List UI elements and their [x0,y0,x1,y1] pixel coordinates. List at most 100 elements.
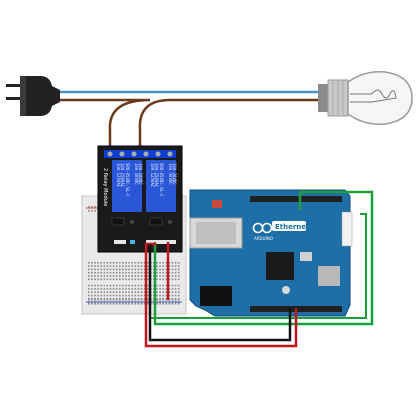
breadboard-hole [106,262,109,264]
arduino-ethernet-board: ARDUINO Ethernet [189,189,353,317]
breadboard-hole [106,265,109,267]
breadboard-rail-hole [125,299,127,301]
breadboard-hole [174,278,177,281]
breadboard-hole [94,291,96,293]
breadboard-rail-hole [168,299,171,301]
breadboard-hole [128,271,130,274]
breadboard-hole [88,275,90,277]
relay2-text-rating-2: 10A 125VAC [150,163,155,188]
breadboard-hole [131,278,133,281]
breadboard-hole [137,298,140,300]
breadboard-hole [146,275,149,277]
breadboard-hole [94,298,96,300]
signal-wires [144,190,374,348]
breadboard-hole [143,268,146,271]
breadboard-hole [177,265,180,267]
breadboard-hole [106,271,109,274]
breadboard-hole [112,265,115,267]
breadboard-hole [177,278,180,281]
breadboard-rail-hole [112,299,115,301]
breadboard-hole [143,275,146,277]
breadboard-hole [146,294,149,297]
breadboard-rail-hole [162,303,164,305]
breadboard-hole [115,262,118,264]
breadboard-hole [115,291,118,293]
breadboard-hole [119,275,121,277]
breadboard-hole [128,288,130,290]
breadboard-hole [171,288,174,290]
breadboard-hole [115,268,118,271]
breadboard-hole [97,262,99,264]
breadboard-rail-hole [128,299,130,301]
breadboard-rail-hole [88,206,90,208]
breadboard-hole [168,278,171,281]
breadboard-hole [131,265,133,267]
breadboard-rail-hole [119,303,121,305]
arduino-model: Ethernet [275,223,310,231]
breadboard-hole [131,288,133,290]
breadboard-hole [94,275,96,277]
breadboard-hole [165,288,168,290]
breadboard-hole [159,291,161,293]
breadboard-rail-hole [88,210,90,212]
breadboard-hole [156,288,158,290]
breadboard-rail-hole [143,303,146,305]
breadboard-hole [97,268,99,271]
breadboard-hole [115,298,118,300]
breadboard-hole [100,298,102,300]
breadboard-hole [125,291,127,293]
breadboard-hole [171,284,174,287]
breadboard-rail-hole [140,303,143,305]
breadboard-hole [165,262,168,264]
relay1-text-model: SRD-05VDC-SL-C [125,163,130,197]
breadboard-hole [137,265,140,267]
breadboard-hole [88,268,90,271]
breadboard-hole [156,268,158,271]
breadboard-hole [94,278,96,281]
breadboard-hole [156,262,158,264]
breadboard-hole [168,298,171,300]
breadboard-rail-hole [106,303,109,305]
breadboard-hole [125,284,127,287]
breadboard-hole [112,262,115,264]
breadboard-hole [115,271,118,274]
breadboard-hole [91,268,93,271]
breadboard-hole [91,265,93,267]
breadboard-hole [97,294,99,297]
breadboard-hole [143,271,146,274]
breadboard-hole [156,294,158,297]
breadboard-hole [177,262,180,264]
wire-green-signal [153,190,374,326]
breadboard-hole [162,262,164,264]
sd-card-slot [318,266,340,286]
breadboard-hole [140,291,143,293]
breadboard-hole [106,298,109,300]
relay-pin-header [114,240,126,244]
breadboard-hole [119,294,121,297]
breadboard-rail-hole [146,299,149,301]
breadboard-rail-hole [177,303,180,305]
breadboard-hole [125,265,127,267]
breadboard-hole [177,291,180,293]
breadboard-hole [159,294,161,297]
breadboard-hole [134,284,137,287]
arduino-logo [252,222,273,234]
breadboard-hole [109,265,112,267]
breadboard-hole [125,262,127,264]
breadboard-hole [131,284,133,287]
breadboard-hole [122,268,124,271]
breadboard-rail-hole [146,303,149,305]
breadboard-rail-hole [103,299,106,301]
breadboard-hole [162,275,164,277]
ac-wire-brown-plug [60,98,151,152]
breadboard-hole [171,262,174,264]
breadboard-hole [112,275,115,277]
breadboard-hole [97,275,99,277]
breadboard-hole [165,298,168,300]
breadboard-hole [94,265,96,267]
breadboard-hole [165,291,168,293]
breadboard-hole [131,294,133,297]
breadboard-rail-hole [103,303,106,305]
